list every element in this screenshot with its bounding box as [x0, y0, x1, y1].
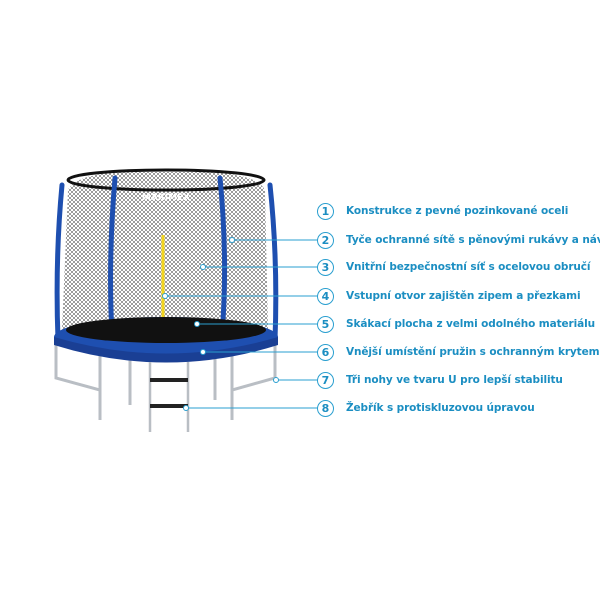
- feature-number: 3: [317, 258, 334, 276]
- net-ring: [66, 168, 266, 192]
- feature-item: 7 Tři nohy ve tvaru U pro lepší stabilitu: [317, 370, 563, 390]
- feature-label: Tyče ochranné sítě s pěnovými rukávy a n…: [346, 234, 600, 246]
- feature-label: Skákací plocha z velmi odolného materiál…: [346, 318, 595, 330]
- feature-label: Vnitřní bezpečnostní síť s ocelovou obru…: [346, 261, 591, 273]
- feature-item: 8 Žebřík s protiskluzovou úpravou: [317, 398, 535, 418]
- feature-label: Žebřík s protiskluzovou úpravou: [346, 402, 535, 414]
- legs: [54, 340, 277, 420]
- feature-number: 7: [317, 371, 334, 389]
- feature-number: 5: [317, 315, 334, 333]
- feature-item: 5 Skákací plocha z velmi odolného materiá…: [317, 314, 595, 334]
- feature-number: 6: [317, 343, 334, 361]
- jumping-mat: [66, 317, 266, 343]
- feature-label: Tři nohy ve tvaru U pro lepší stabilitu: [346, 374, 563, 386]
- feature-item: 6 Vnější umístění pružin s ochranným kryt…: [317, 342, 600, 362]
- feature-number: 8: [317, 399, 334, 417]
- feature-label: Vstupní otvor zajištěn zipem a přezkami: [346, 290, 581, 302]
- feature-number: 1: [317, 202, 334, 220]
- feature-number: 4: [317, 287, 334, 305]
- brand-logo: MARIMEX: [142, 193, 190, 203]
- feature-item: 4 Vstupní otvor zajištěn zipem a přezkami: [317, 286, 581, 306]
- net-poles: [54, 175, 279, 343]
- feature-item: 2 Tyče ochranné sítě s pěnovými rukávy a …: [317, 230, 600, 250]
- leader-lines: [162, 237, 317, 411]
- feature-label: Konstrukce z pevné pozinkované oceli: [346, 205, 569, 217]
- feature-number: 2: [317, 231, 334, 249]
- ladder: [148, 362, 190, 432]
- feature-label: Vnější umístění pružin s ochranným kryte…: [346, 346, 600, 358]
- feature-item: 3 Vnitřní bezpečnostní síť s ocelovou obr…: [317, 257, 591, 277]
- feature-item: 1 Konstrukce z pevné pozinkované oceli: [317, 201, 568, 221]
